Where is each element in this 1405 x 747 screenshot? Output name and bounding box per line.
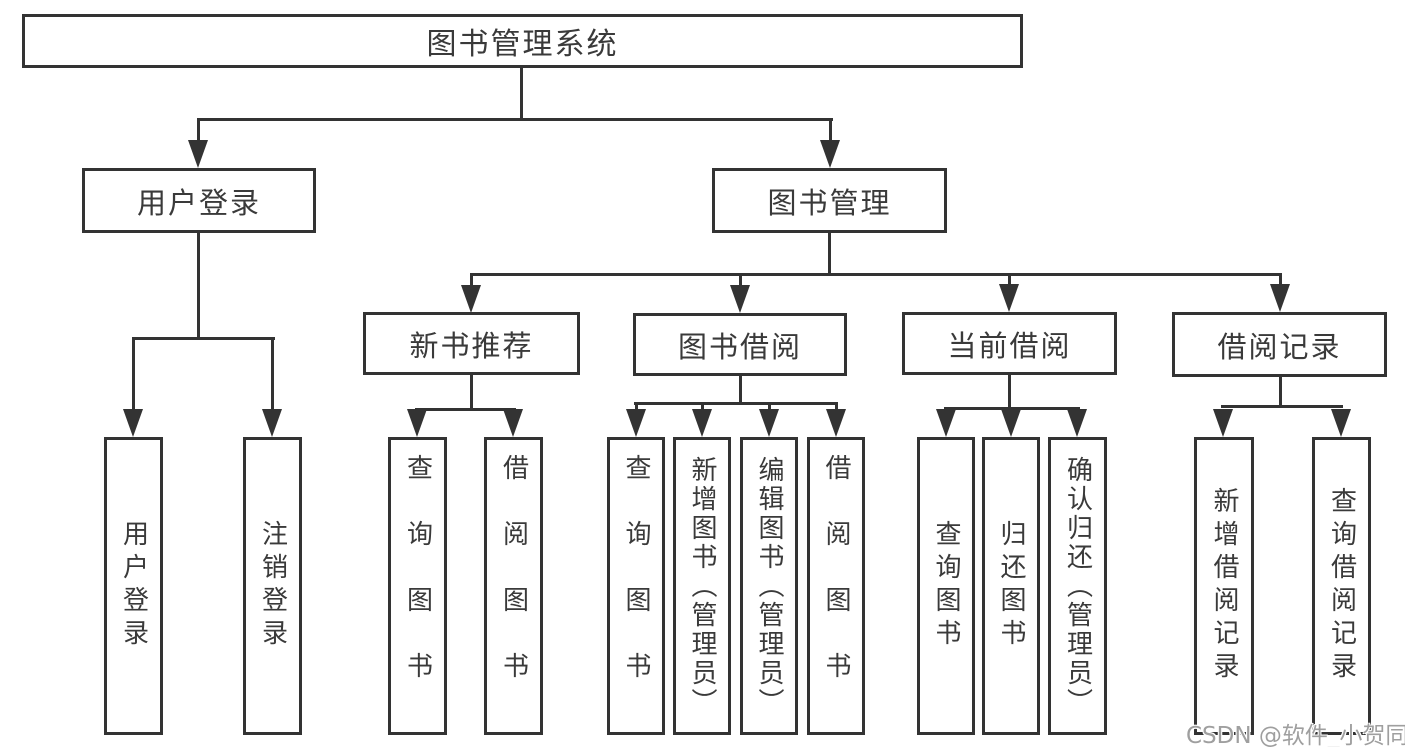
leaf-current-query-books: 查询图书 — [917, 437, 975, 735]
connector-line — [1221, 405, 1343, 408]
arrow-down-icon — [1067, 409, 1087, 437]
node-user-login: 用户登录 — [82, 168, 316, 233]
connector-line — [520, 68, 523, 118]
arrow-down-icon — [999, 284, 1019, 312]
node-borrow-records: 借阅记录 — [1172, 312, 1387, 377]
node-book-borrow: 图书借阅 — [633, 313, 847, 376]
leaf-newrec-query-books: 查询图书 — [388, 437, 447, 735]
connector-line — [1279, 273, 1282, 287]
arrow-down-icon — [730, 285, 750, 313]
arrow-down-icon — [626, 409, 646, 437]
connector-line — [197, 118, 833, 121]
leaf-current-return-books: 归还图书 — [982, 437, 1040, 735]
arrow-down-icon — [820, 140, 840, 168]
connector-line — [944, 407, 1080, 410]
arrow-down-icon — [1213, 409, 1233, 437]
arrow-down-icon — [1331, 409, 1351, 437]
leaf-borrow-edit-books-admin: 编辑图书（管理员） — [740, 437, 798, 735]
arrow-down-icon — [461, 285, 481, 313]
leaf-borrow-query-books: 查询图书 — [607, 437, 665, 735]
arrow-down-icon — [1001, 409, 1021, 437]
connector-line — [470, 273, 473, 287]
connector-line — [132, 337, 275, 340]
connector-line — [768, 402, 771, 412]
arrow-down-icon — [123, 409, 143, 437]
connector-line — [701, 402, 704, 412]
leaf-borrow-borrow-books: 借阅图书 — [807, 437, 865, 735]
connector-line — [739, 376, 742, 402]
node-root: 图书管理系统 — [22, 14, 1023, 68]
arrow-down-icon — [262, 409, 282, 437]
connector-line — [470, 375, 473, 408]
leaf-current-confirm-return-admin: 确认归还（管理员） — [1048, 437, 1107, 735]
arrow-down-icon — [1270, 284, 1290, 312]
connector-line — [415, 408, 516, 411]
connector-line — [1008, 273, 1011, 287]
watermark: CSDN @软件_小贺同学 — [1186, 723, 1405, 747]
leaf-newrec-borrow-books: 借阅图书 — [484, 437, 543, 735]
arrow-down-icon — [826, 409, 846, 437]
node-book-management: 图书管理 — [712, 168, 947, 233]
arrow-down-icon — [503, 409, 523, 437]
arrow-down-icon — [759, 409, 779, 437]
connector-line — [271, 337, 274, 413]
connector-line — [829, 118, 832, 146]
leaf-logout: 注销登录 — [243, 437, 302, 735]
connector-line — [470, 273, 1282, 276]
arrow-down-icon — [188, 140, 208, 168]
connector-line — [132, 337, 135, 413]
connector-line — [1008, 375, 1011, 407]
node-new-book-recommend: 新书推荐 — [363, 312, 580, 375]
connector-line — [1279, 377, 1282, 405]
arrow-down-icon — [407, 409, 427, 437]
node-current-borrow: 当前借阅 — [902, 312, 1117, 375]
arrow-down-icon — [936, 409, 956, 437]
arrow-down-icon — [692, 409, 712, 437]
connector-line — [634, 402, 838, 405]
leaf-records-add-record: 新增借阅记录 — [1194, 437, 1254, 735]
connector-line — [197, 233, 200, 337]
connector-line — [635, 402, 638, 412]
connector-line — [835, 402, 838, 412]
leaf-borrow-add-books-admin: 新增图书（管理员） — [673, 437, 731, 735]
leaf-records-query-record: 查询借阅记录 — [1312, 437, 1371, 735]
connector-line — [828, 233, 831, 273]
leaf-user-login: 用户登录 — [104, 437, 163, 735]
connector-line — [739, 273, 742, 287]
connector-line — [197, 118, 200, 146]
